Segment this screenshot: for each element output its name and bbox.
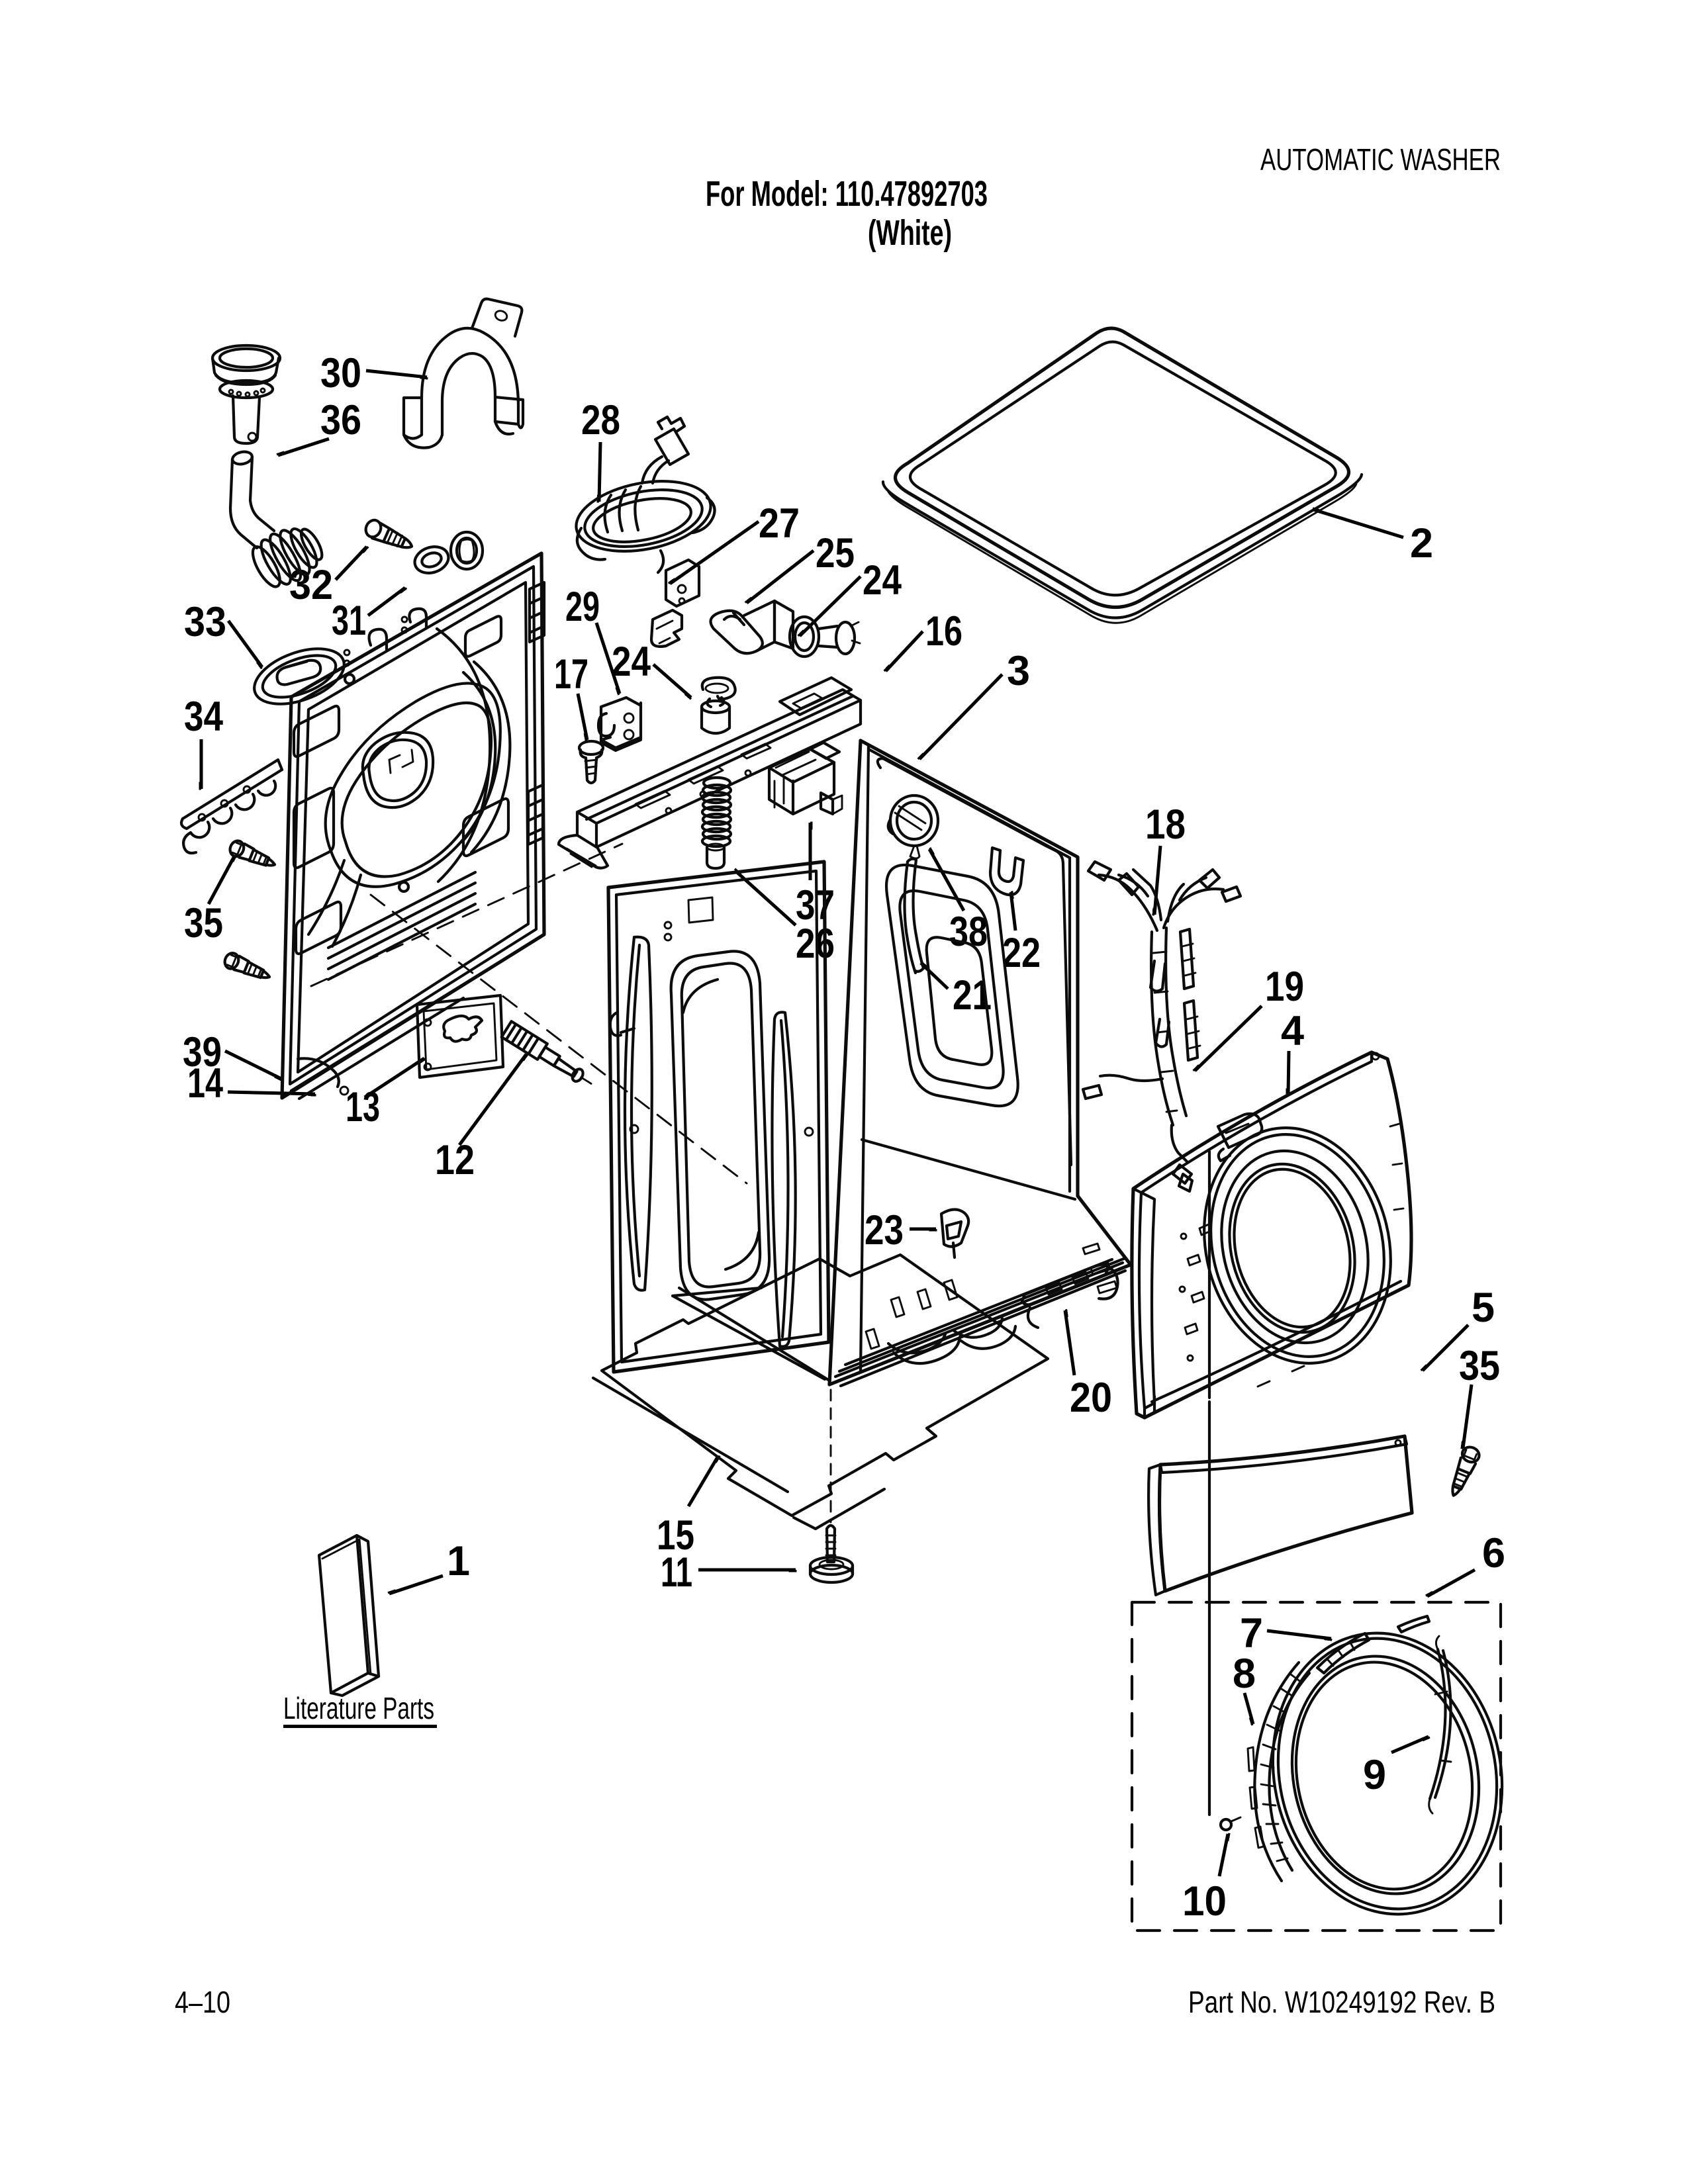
svg-text:8: 8 <box>1233 1651 1256 1697</box>
svg-text:24: 24 <box>612 639 651 685</box>
svg-text:Literature Parts: Literature Parts <box>283 1691 434 1725</box>
svg-text:39: 39 <box>183 1029 222 1075</box>
svg-text:22: 22 <box>1002 930 1041 976</box>
svg-text:34: 34 <box>184 694 223 740</box>
svg-text:36: 36 <box>320 397 361 443</box>
svg-text:20: 20 <box>1070 1375 1112 1421</box>
svg-text:19: 19 <box>1265 964 1304 1010</box>
svg-text:4: 4 <box>1281 1008 1304 1054</box>
svg-text:14: 14 <box>187 1060 223 1107</box>
svg-text:11: 11 <box>661 1549 692 1596</box>
svg-text:6: 6 <box>1482 1530 1505 1576</box>
svg-text:(White): (White) <box>868 213 952 253</box>
svg-text:AUTOMATIC WASHER: AUTOMATIC WASHER <box>1260 142 1501 177</box>
svg-text:12: 12 <box>435 1137 475 1183</box>
svg-text:35: 35 <box>184 900 223 946</box>
svg-text:4–10: 4–10 <box>175 1985 230 2019</box>
svg-text:18: 18 <box>1145 801 1186 848</box>
svg-text:17: 17 <box>554 651 588 698</box>
svg-text:15: 15 <box>657 1512 694 1559</box>
svg-text:24: 24 <box>863 557 902 604</box>
svg-text:3: 3 <box>1007 648 1030 694</box>
svg-text:1: 1 <box>447 1538 470 1584</box>
svg-text:2: 2 <box>1410 520 1433 567</box>
svg-text:28: 28 <box>581 397 620 443</box>
svg-text:26: 26 <box>796 921 835 967</box>
svg-text:10: 10 <box>1182 1878 1227 1925</box>
svg-text:16: 16 <box>925 608 962 655</box>
svg-text:7: 7 <box>1240 1610 1263 1657</box>
svg-text:33: 33 <box>184 599 226 645</box>
svg-text:25: 25 <box>816 530 855 576</box>
svg-text:30: 30 <box>320 350 361 396</box>
svg-text:31: 31 <box>332 598 366 644</box>
svg-text:38: 38 <box>949 909 988 955</box>
svg-text:27: 27 <box>759 500 800 547</box>
svg-text:35: 35 <box>1459 1343 1500 1389</box>
svg-text:23: 23 <box>865 1207 904 1253</box>
svg-text:9: 9 <box>1363 1752 1386 1798</box>
svg-text:5: 5 <box>1472 1285 1495 1331</box>
svg-text:29: 29 <box>565 584 600 630</box>
svg-text:For Model: 110.47892703: For Model: 110.47892703 <box>706 174 988 214</box>
svg-text:Part No. W10249192 Rev. B: Part No. W10249192 Rev. B <box>1188 1985 1495 2019</box>
